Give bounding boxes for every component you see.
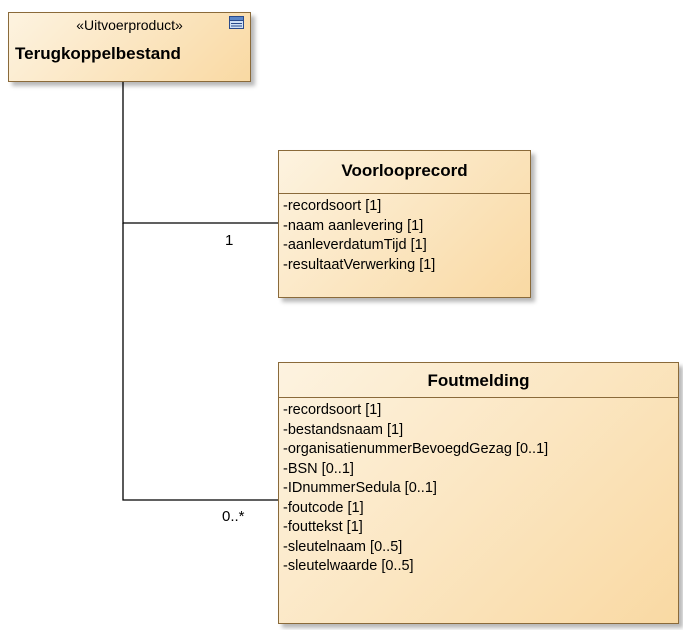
attribute: -naam aanlevering [1]: [283, 217, 424, 234]
association-line-voorlooprecord[interactable]: [122, 82, 278, 224]
class-name: Terugkoppelbestand: [15, 44, 181, 63]
attribute: -sleutelwaarde [0..5]: [283, 558, 414, 574]
attribute-compartment: -recordsoort [1] -bestandsnaam [1] -orga…: [279, 398, 678, 581]
attribute: -aanleverdatumTijd [1]: [283, 237, 427, 253]
class-terugkoppelbestand[interactable]: «Uitvoerproduct» Terugkoppelbestand: [8, 12, 251, 82]
class-name: Foutmelding: [427, 371, 530, 390]
attribute: -bestandsnaam [1]: [283, 421, 404, 438]
attribute: -BSN [0..1]: [283, 460, 354, 477]
attribute: -foutcode [1]: [283, 499, 364, 516]
association-line-foutmelding[interactable]: [122, 223, 278, 501]
stereotype-label: «Uitvoerproduct»: [76, 17, 183, 33]
element-class-icon: [229, 16, 244, 29]
multiplicity-foutmelding: 0..*: [222, 508, 245, 525]
attribute: -organisatienummerBevoegdGezag [0..1]: [283, 441, 549, 457]
class-voorlooprecord[interactable]: Voorlooprecord -recordsoort [1] -naam aa…: [278, 150, 531, 298]
class-header: Voorlooprecord: [279, 151, 530, 194]
attribute: -resultaatVerwerking [1]: [283, 256, 436, 273]
multiplicity-voorlooprecord: 1: [225, 232, 234, 249]
class-header: «Uitvoerproduct» Terugkoppelbestand: [9, 13, 250, 81]
attribute: -fouttekst [1]: [283, 519, 363, 535]
class-foutmelding[interactable]: Foutmelding -recordsoort [1] -bestandsna…: [278, 362, 679, 624]
class-header: Foutmelding: [279, 363, 678, 398]
class-name: Voorlooprecord: [341, 161, 468, 180]
attribute: -recordsoort [1]: [283, 402, 382, 418]
attribute: -recordsoort [1]: [283, 198, 382, 214]
attribute-compartment: -recordsoort [1] -naam aanlevering [1] -…: [279, 194, 530, 279]
attribute: -sleutelnaam [0..5]: [283, 538, 403, 555]
attribute: -IDnummerSedula [0..1]: [283, 480, 437, 496]
